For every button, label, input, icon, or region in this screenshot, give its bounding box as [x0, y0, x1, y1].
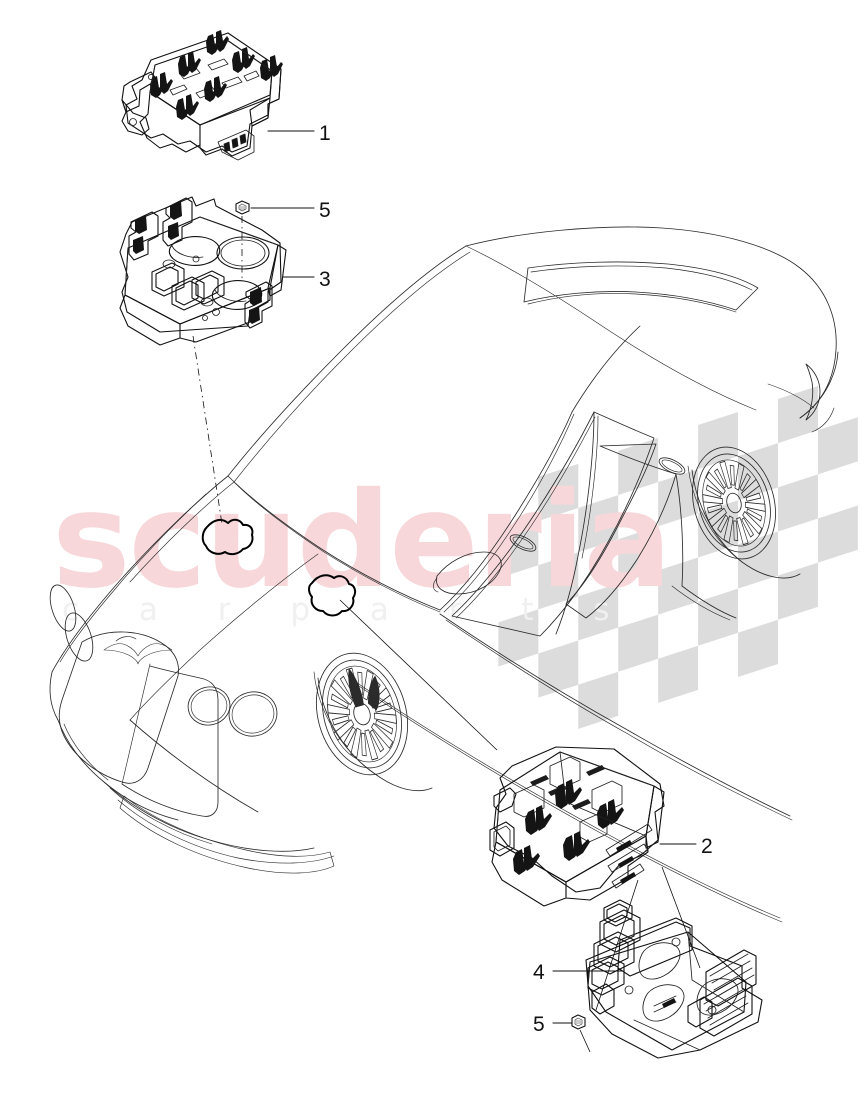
vehicle-outline: [49, 226, 839, 923]
callout-5-upper-label: 5: [319, 199, 331, 222]
checkered-flag-icon: [498, 386, 858, 729]
callout-4[interactable]: 4: [533, 961, 623, 984]
leader-part2-to-part4: [661, 866, 701, 969]
front-wheel: [315, 652, 409, 776]
callout-3[interactable]: 3: [282, 268, 331, 291]
callout-5-lower-label: 5: [533, 1013, 545, 1036]
connector-stack: [587, 899, 641, 996]
callout-1-label: 1: [319, 122, 331, 145]
part-2-relay-carrier-lower[interactable]: [489, 746, 665, 907]
callout-4-label: 4: [533, 961, 545, 984]
watermark-brand: scuderia: [52, 464, 670, 618]
part-3-relay-carrier-bracket[interactable]: [119, 196, 287, 346]
mount-location-front-left: [201, 518, 254, 556]
callout-3-label: 3: [319, 268, 331, 291]
mount-markers: [201, 518, 357, 617]
part-5-hex-nut-upper[interactable]: [235, 200, 250, 281]
callout-5-lower[interactable]: 5: [533, 1013, 573, 1036]
mount-location-cowl: [308, 574, 357, 617]
leader-nut5-lower: [579, 1029, 591, 1053]
callout-5-upper[interactable]: 5: [250, 199, 331, 222]
bentley-badge-icon: [103, 643, 173, 665]
rear-wheel: [692, 446, 776, 560]
watermark-subtitle: c a r p a r t s: [62, 592, 635, 628]
wing-mirror: [433, 551, 502, 595]
part-1-relay-carrier-upper[interactable]: [121, 30, 283, 161]
callout-layer: 1 5 3 2 4 5: [250, 122, 713, 1036]
terminal-fins: [687, 949, 757, 1037]
front-grille: [58, 631, 219, 817]
callout-2-label: 2: [701, 835, 713, 858]
leader-mount-to-part2: [339, 599, 498, 751]
door-handle-rear: [658, 457, 686, 475]
door-handle-front: [509, 534, 537, 552]
part-5-hex-nut-lower[interactable]: [571, 1014, 586, 1030]
callout-2[interactable]: 2: [659, 835, 713, 858]
terminal-clips: [150, 30, 283, 120]
callout-1[interactable]: 1: [267, 122, 331, 145]
watermark-layer: scuderia c a r p a r t s: [52, 386, 858, 729]
part-4-control-unit-bracket[interactable]: [585, 899, 763, 1059]
connector-blocks: [151, 262, 225, 311]
leader-lines: [192, 335, 701, 1053]
